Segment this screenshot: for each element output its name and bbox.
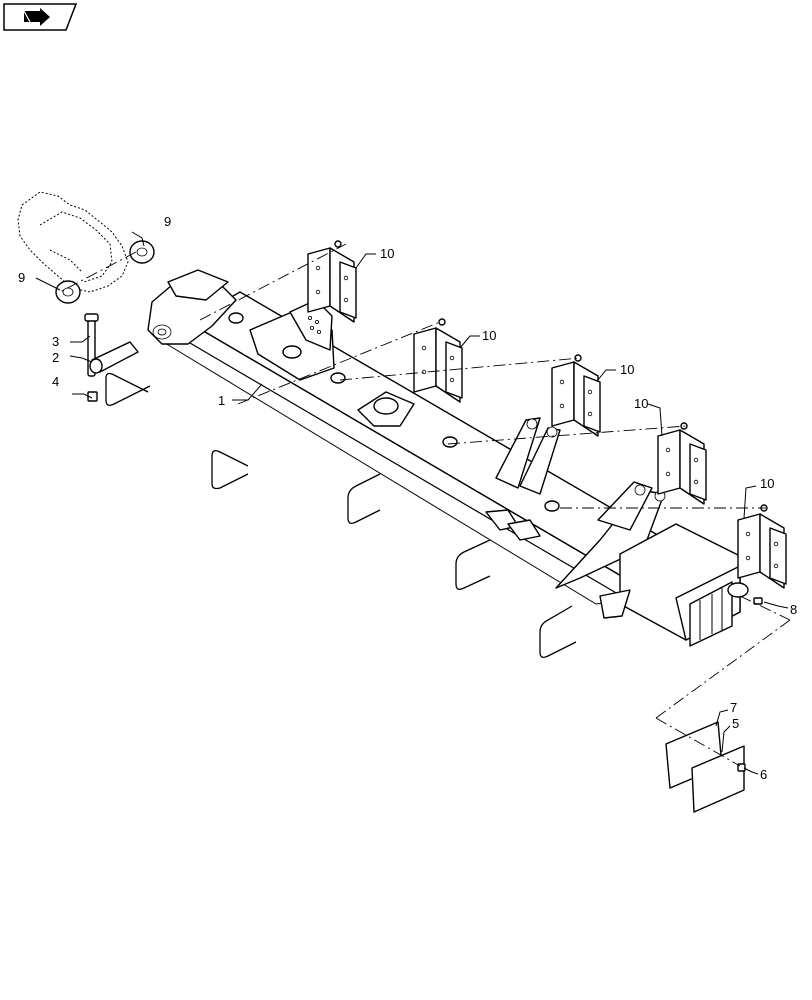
mounting-bracket-1 — [307, 240, 357, 323]
navigation-arrow-icon[interactable] — [3, 3, 78, 31]
u-bolt-4 — [455, 539, 491, 590]
washer-upper — [129, 240, 155, 264]
mounting-bracket-2 — [413, 318, 463, 403]
u-bolt-2 — [211, 450, 249, 490]
u-bolt-5 — [539, 605, 577, 658]
callout-7: 7 — [730, 700, 737, 715]
callout-4: 4 — [52, 374, 59, 389]
mounting-bracket-4 — [657, 422, 707, 505]
pad-5 — [691, 745, 745, 813]
washer-lower — [55, 280, 81, 304]
callout-10-b: 10 — [482, 328, 496, 343]
u-bolt-3 — [347, 473, 381, 524]
screw-8 — [753, 597, 763, 605]
callout-2: 2 — [52, 350, 59, 365]
callout-labels: 1 2 3 4 5 6 7 8 9 9 10 10 10 10 10 — [18, 214, 797, 782]
callout-5: 5 — [732, 716, 739, 731]
mounting-bracket-3 — [551, 354, 601, 437]
callout-9-lower: 9 — [18, 270, 25, 285]
assembly-centerlines — [59, 243, 791, 767]
u-bolt-1 — [105, 372, 151, 406]
mounting-bracket-5 — [737, 504, 787, 589]
pin — [89, 341, 139, 374]
callout-1: 1 — [218, 393, 225, 408]
main-frame-beam — [147, 269, 749, 647]
callout-10-d: 10 — [634, 396, 648, 411]
callout-6: 6 — [760, 767, 767, 782]
callout-8: 8 — [790, 602, 797, 617]
callout-10-c: 10 — [620, 362, 634, 377]
callout-3: 3 — [52, 334, 59, 349]
ghost-drive-unit — [17, 191, 129, 293]
callout-10-a: 10 — [380, 246, 394, 261]
callout-9-upper: 9 — [164, 214, 171, 229]
leader-lines — [35, 231, 789, 775]
callout-10-e: 10 — [760, 476, 774, 491]
